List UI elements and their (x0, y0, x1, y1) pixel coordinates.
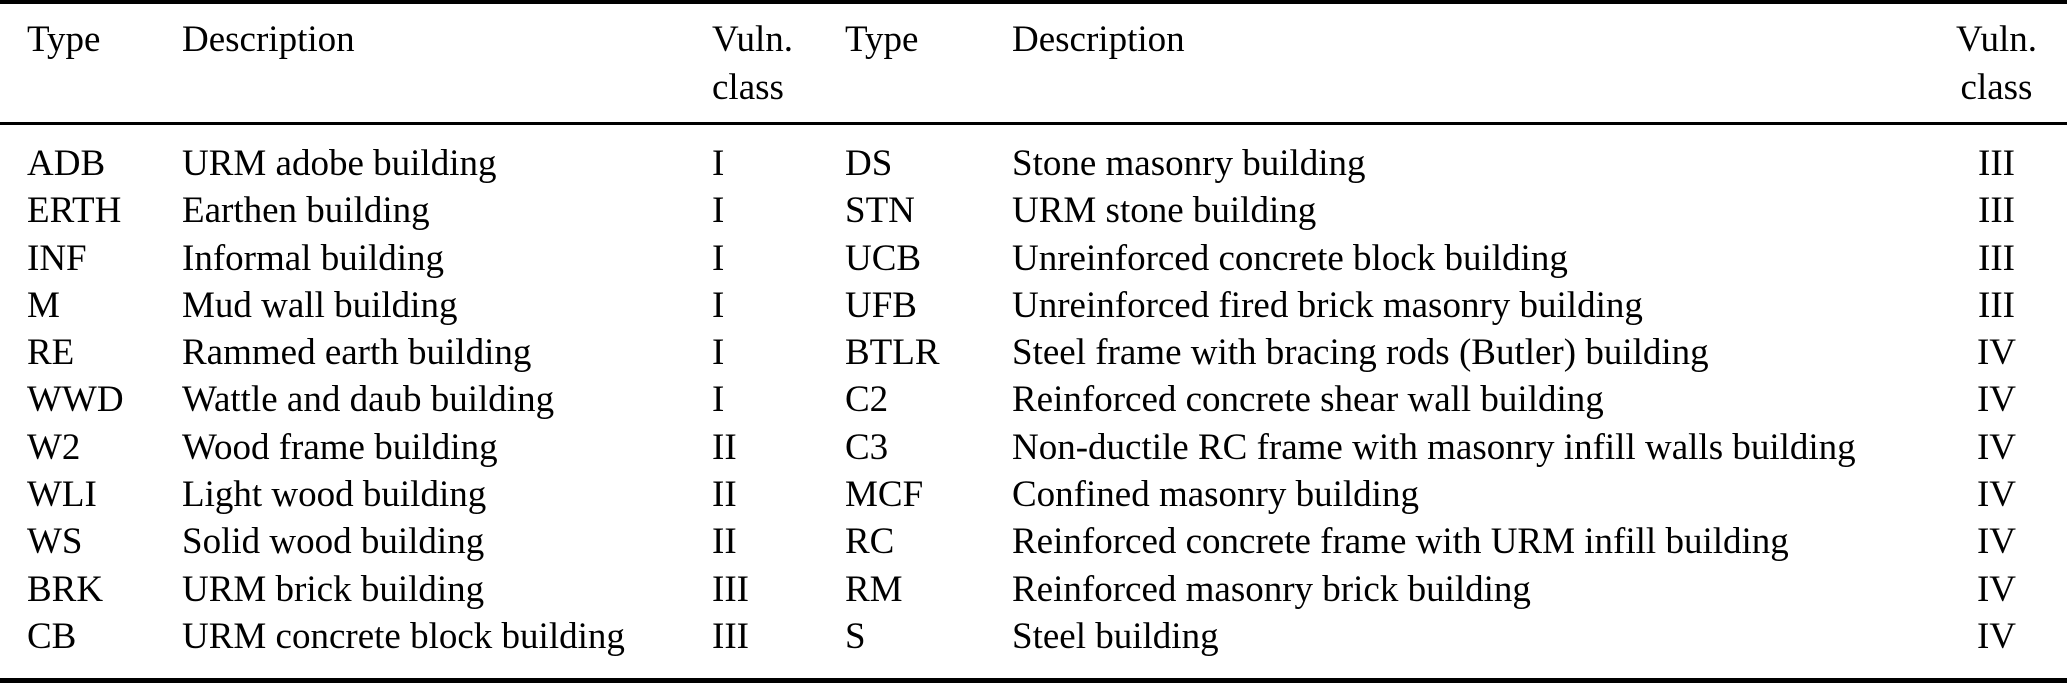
table-top-rule (0, 0, 2067, 4)
vuln-header-line1-left: Vuln. (712, 19, 794, 60)
column-header-vuln-class-right: Vuln. class (1940, 16, 2053, 112)
vuln-class-cell: II (712, 521, 737, 563)
type-cell: MCF (845, 474, 924, 516)
column-header-description-right: Description (1012, 19, 1185, 60)
type-cell: RC (845, 521, 895, 563)
type-cell: S (845, 615, 866, 657)
type-cell: ADB (27, 143, 106, 184)
type-cell: C3 (845, 426, 889, 468)
description-cell: Reinforced concrete frame with URM infil… (1012, 521, 1789, 563)
type-cell: BTLR (845, 332, 940, 374)
column-header-description-left: Description (182, 19, 355, 60)
description-cell: Mud wall building (182, 284, 458, 326)
description-cell: Earthen building (182, 190, 430, 232)
column-header-type-left: Type (27, 19, 101, 60)
header-separator-rule (0, 122, 2067, 125)
vuln-class-cell: III (1978, 284, 2015, 326)
vuln-class-cell: III (1978, 143, 2015, 184)
type-cell: INF (27, 237, 87, 279)
vuln-class-cell: III (712, 615, 749, 657)
description-cell: Solid wood building (182, 521, 485, 563)
type-cell: WWD (27, 379, 124, 421)
type-cell: W2 (27, 426, 81, 468)
description-cell: Reinforced masonry brick building (1012, 568, 1531, 610)
vuln-class-cell: IV (1976, 332, 2017, 374)
type-cell: ERTH (27, 190, 122, 232)
description-cell: Wattle and daub building (182, 379, 555, 421)
description-cell: Stone masonry building (1012, 143, 1366, 184)
description-cell: URM brick building (182, 568, 485, 610)
vuln-class-cell: II (712, 426, 737, 468)
description-cell: Reinforced concrete shear wall building (1012, 379, 1604, 421)
column-header-type-right: Type (845, 19, 919, 60)
description-cell: Confined masonry building (1012, 474, 1419, 516)
vuln-class-cell: III (1978, 190, 2015, 232)
vuln-class-cell: I (712, 332, 725, 374)
vuln-class-cell: I (712, 143, 725, 184)
type-cell: DS (845, 143, 893, 184)
type-cell: RE (27, 332, 75, 374)
vuln-class-cell: II (712, 474, 737, 516)
type-cell: STN (845, 190, 915, 232)
description-cell: Informal building (182, 237, 445, 279)
type-cell: CB (27, 615, 77, 657)
vuln-class-cell: III (1978, 237, 2015, 279)
column-header-vuln-class-left: Vuln. class (712, 16, 845, 112)
vuln-header-line1-right: Vuln. (1955, 19, 2038, 60)
vuln-class-cell: IV (1976, 521, 2017, 563)
vuln-class-cell: IV (1976, 568, 2017, 610)
vuln-header-line2-left: class (712, 67, 784, 108)
description-cell: Steel frame with bracing rods (Butler) b… (1012, 332, 1709, 374)
vuln-class-cell: I (712, 190, 725, 232)
type-cell: C2 (845, 379, 889, 421)
description-cell: Rammed earth building (182, 332, 532, 374)
vuln-header-line2-right: class (1960, 67, 2033, 108)
vuln-class-cell: IV (1976, 426, 2017, 468)
type-cell: UFB (845, 284, 917, 326)
description-cell: URM stone building (1012, 190, 1317, 232)
type-cell: WLI (27, 474, 97, 516)
description-cell: URM concrete block building (182, 615, 625, 657)
vuln-class-cell: I (712, 284, 725, 326)
table-header-row: Type Description Vuln. class Type Descri… (0, 4, 2067, 122)
description-cell: Wood frame building (182, 426, 498, 468)
vuln-class-cell: III (712, 568, 749, 610)
vuln-class-cell: I (712, 379, 725, 421)
description-cell: Light wood building (182, 474, 487, 516)
description-cell: URM adobe building (182, 143, 497, 184)
type-cell: UCB (845, 237, 922, 279)
vuln-class-cell: IV (1976, 615, 2017, 657)
description-cell: Unreinforced concrete block building (1012, 237, 1568, 279)
description-cell: Steel building (1012, 615, 1219, 657)
description-cell: Unreinforced fired brick masonry buildin… (1012, 284, 1643, 326)
description-cell: Non-ductile RC frame with masonry infill… (1012, 426, 1856, 468)
table-bottom-rule (0, 678, 2067, 684)
type-cell: M (27, 284, 60, 326)
type-cell: WS (27, 521, 83, 563)
vuln-class-cell: IV (1976, 379, 2017, 421)
type-cell: BRK (27, 568, 104, 610)
type-cell: RM (845, 568, 903, 610)
vuln-class-cell: I (712, 237, 725, 279)
vuln-class-cell: IV (1976, 474, 2017, 516)
